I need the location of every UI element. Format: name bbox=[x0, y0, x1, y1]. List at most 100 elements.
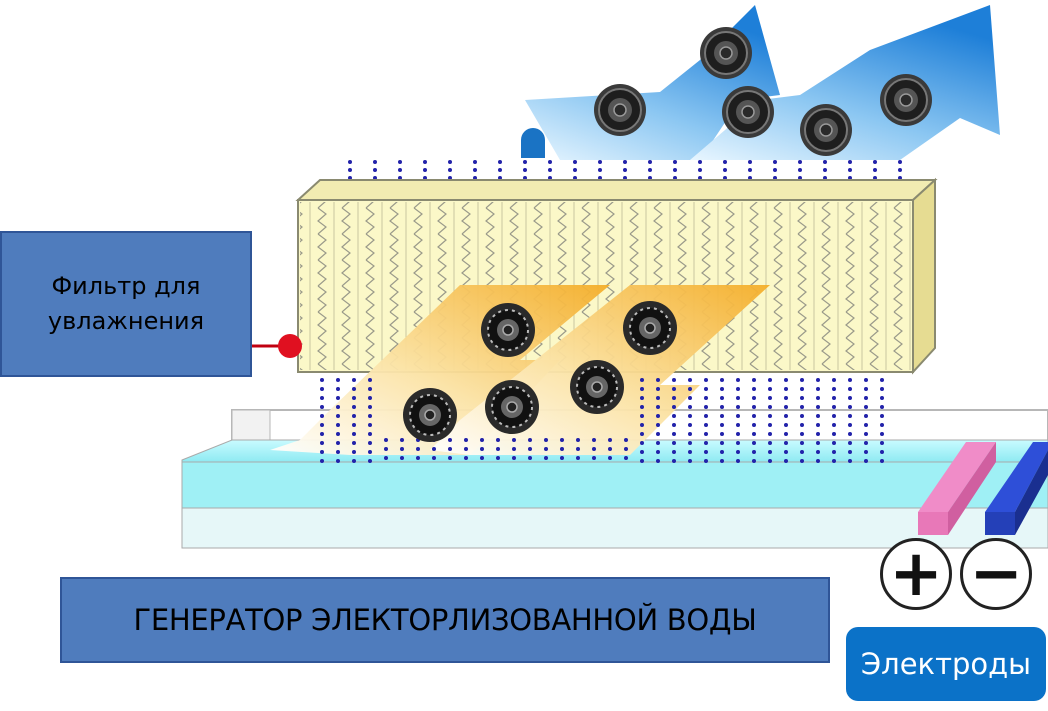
ion-dot bbox=[848, 414, 852, 418]
ion-dot bbox=[832, 414, 836, 418]
ion-dot bbox=[576, 438, 580, 442]
ion-dot bbox=[848, 432, 852, 436]
ion-dot bbox=[368, 405, 372, 409]
ion-dot bbox=[704, 432, 708, 436]
generator-label-text: ГЕНЕРАТОР ЭЛЕКТОРЛИЗОВАННОЙ ВОДЫ bbox=[133, 603, 757, 637]
ion-dot bbox=[423, 168, 427, 172]
ion-dot bbox=[898, 168, 902, 172]
ion-dot bbox=[336, 423, 340, 427]
ion-dot bbox=[544, 438, 548, 442]
ion-dot bbox=[498, 160, 502, 164]
ion-dot bbox=[823, 160, 827, 164]
ion-dot bbox=[320, 405, 324, 409]
ion-dot bbox=[548, 168, 552, 172]
ion-dot bbox=[348, 168, 352, 172]
ion-particle-icon bbox=[879, 73, 933, 127]
ion-dot bbox=[768, 423, 772, 427]
ion-dot bbox=[768, 396, 772, 400]
ion-dot bbox=[368, 450, 372, 454]
ion-dot bbox=[736, 405, 740, 409]
ion-dot bbox=[352, 441, 356, 445]
ion-dot bbox=[320, 450, 324, 454]
ion-dot bbox=[688, 432, 692, 436]
ion-dot bbox=[880, 441, 884, 445]
ion-dot bbox=[688, 423, 692, 427]
ion-dot bbox=[623, 160, 627, 164]
ion-dot bbox=[523, 160, 527, 164]
ion-dot bbox=[800, 396, 804, 400]
ion-dot bbox=[608, 456, 612, 460]
ion-dot bbox=[864, 432, 868, 436]
ion-dot bbox=[748, 160, 752, 164]
ion-dot bbox=[698, 160, 702, 164]
ion-dot bbox=[352, 405, 356, 409]
ion-dot bbox=[368, 396, 372, 400]
ion-dot bbox=[880, 396, 884, 400]
ion-dot bbox=[384, 447, 388, 451]
ion-dot bbox=[704, 441, 708, 445]
ion-dot bbox=[640, 423, 644, 427]
ion-dot bbox=[640, 405, 644, 409]
ion-dot bbox=[656, 450, 660, 454]
ion-dot bbox=[736, 450, 740, 454]
ion-dot bbox=[816, 432, 820, 436]
ion-dot bbox=[512, 438, 516, 442]
ion-dot bbox=[368, 441, 372, 445]
ion-dot bbox=[673, 160, 677, 164]
ion-dot bbox=[880, 405, 884, 409]
ion-dot bbox=[768, 378, 772, 382]
ion-dot bbox=[448, 456, 452, 460]
ion-dot bbox=[784, 432, 788, 436]
ion-dot bbox=[873, 160, 877, 164]
ion-dot bbox=[880, 450, 884, 454]
electrodes-label: Электроды bbox=[846, 627, 1046, 701]
ion-dot bbox=[736, 432, 740, 436]
filter-label: Фильтр для увлажнения bbox=[0, 231, 252, 377]
ion-dot bbox=[320, 387, 324, 391]
ion-dot bbox=[336, 396, 340, 400]
ion-dot bbox=[336, 387, 340, 391]
ion-dot bbox=[498, 168, 502, 172]
ion-dot bbox=[368, 387, 372, 391]
ion-dot bbox=[848, 387, 852, 391]
ion-dot bbox=[336, 405, 340, 409]
ion-dot bbox=[523, 168, 527, 172]
ion-particle-icon bbox=[484, 379, 540, 435]
ion-dot bbox=[398, 168, 402, 172]
ion-dot bbox=[688, 387, 692, 391]
ion-dot bbox=[473, 160, 477, 164]
ion-dot bbox=[336, 378, 340, 382]
ion-dot bbox=[672, 450, 676, 454]
ion-dot bbox=[784, 405, 788, 409]
ion-dot bbox=[598, 168, 602, 172]
ion-dot bbox=[480, 447, 484, 451]
filter-label-text: Фильтр для увлажнения bbox=[47, 272, 205, 335]
ion-dot bbox=[800, 459, 804, 463]
ion-dot bbox=[352, 423, 356, 427]
ion-dot bbox=[864, 450, 868, 454]
ion-dot bbox=[752, 450, 756, 454]
ion-particle-icon bbox=[593, 83, 647, 137]
ion-dot bbox=[773, 168, 777, 172]
ion-dot bbox=[880, 432, 884, 436]
ion-dot bbox=[608, 447, 612, 451]
ion-dot bbox=[368, 414, 372, 418]
ion-dot bbox=[704, 387, 708, 391]
ion-dot bbox=[473, 168, 477, 172]
ion-dot bbox=[720, 414, 724, 418]
ion-dot bbox=[688, 450, 692, 454]
ion-particle-icon bbox=[569, 359, 625, 415]
ion-dot bbox=[784, 459, 788, 463]
ion-dot bbox=[384, 438, 388, 442]
ion-dot bbox=[688, 396, 692, 400]
ion-dot bbox=[723, 160, 727, 164]
ion-dot bbox=[848, 441, 852, 445]
ion-dot bbox=[672, 378, 676, 382]
ion-dot bbox=[752, 423, 756, 427]
ion-dot bbox=[573, 168, 577, 172]
ion-dot bbox=[848, 160, 852, 164]
ion-dot bbox=[352, 414, 356, 418]
ion-dot bbox=[798, 168, 802, 172]
ion-dot bbox=[640, 387, 644, 391]
ion-dot bbox=[592, 438, 596, 442]
